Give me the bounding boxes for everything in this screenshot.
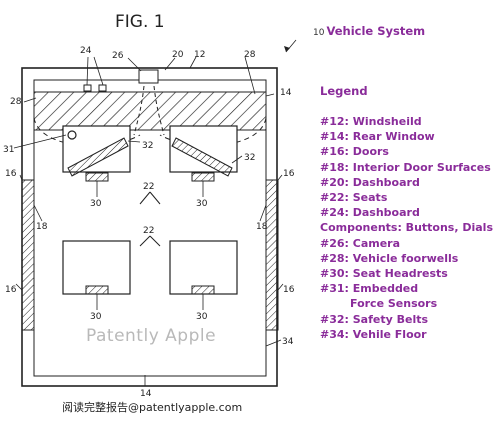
seat-arrows-rear bbox=[139, 235, 161, 247]
legend-item: #26: Camera bbox=[320, 236, 401, 250]
legend-item: Components: Buttons, Dials bbox=[320, 221, 493, 235]
ref-28-left: 28 bbox=[10, 97, 22, 107]
ref-34: 34 bbox=[282, 337, 294, 347]
legend-item: #32: Safety Belts bbox=[320, 312, 429, 326]
headrest-rear-left bbox=[85, 285, 109, 295]
force-sensor bbox=[67, 130, 77, 140]
ref-31: 31 bbox=[3, 145, 14, 155]
ref-30-b: 30 bbox=[196, 199, 208, 209]
headrest-front-left bbox=[85, 172, 109, 182]
ref-22-front: 22 bbox=[143, 182, 154, 192]
system-arrowhead bbox=[284, 46, 290, 52]
legend-title: Legend bbox=[320, 84, 368, 98]
ref-12: 12 bbox=[194, 50, 205, 60]
leader-lines bbox=[13, 39, 297, 386]
seat-arrows-front bbox=[139, 191, 161, 205]
legend-item: #28: Vehicle foorwells bbox=[320, 251, 459, 265]
dashboard-button-left bbox=[83, 84, 92, 92]
system-ref-number: 10 bbox=[313, 28, 325, 38]
ref-30-d: 30 bbox=[196, 312, 208, 322]
headrest-front-right bbox=[191, 172, 215, 182]
ref-30-c: 30 bbox=[90, 312, 102, 322]
legend-item: #20: Dashboard bbox=[320, 175, 420, 189]
safety-belt-right bbox=[171, 137, 233, 177]
ref-32-b: 32 bbox=[244, 153, 255, 163]
door-left bbox=[21, 179, 35, 331]
legend-item: #24: Dashboard bbox=[320, 206, 420, 220]
ref-18-left: 18 bbox=[36, 222, 48, 232]
ref-24: 24 bbox=[80, 46, 92, 56]
ref-16-lr: 16 bbox=[283, 285, 295, 295]
ref-16-ur: 16 bbox=[283, 169, 295, 179]
system-label-text: Vehicle System bbox=[326, 24, 426, 38]
camera bbox=[138, 69, 159, 84]
ref-14-top: 14 bbox=[280, 88, 292, 98]
rear-seat-left bbox=[62, 240, 131, 295]
ref-26: 26 bbox=[112, 51, 124, 61]
ref-28-right: 28 bbox=[244, 50, 256, 60]
watermark: Patently Apple bbox=[86, 326, 217, 346]
windshield bbox=[33, 91, 267, 131]
ref-16-ul: 16 bbox=[5, 169, 17, 179]
dashboard-button-right bbox=[98, 84, 107, 92]
footer-link[interactable]: 阅读完整报告@patentlyapple.com bbox=[62, 401, 243, 414]
safety-belt-left bbox=[67, 137, 129, 177]
ref-30-a: 30 bbox=[90, 199, 102, 209]
legend-item: #12: Windsheild bbox=[320, 115, 422, 128]
rear-seat-right bbox=[169, 240, 238, 295]
ref-14-bottom: 14 bbox=[140, 389, 152, 399]
legend-item: #30: Seat Headrests bbox=[320, 267, 448, 281]
legend-item: #18: Interior Door Surfaces bbox=[320, 160, 491, 174]
legend-item: #16: Doors bbox=[320, 145, 389, 159]
legend-item: #22: Seats bbox=[320, 191, 388, 205]
ref-20: 20 bbox=[172, 50, 184, 60]
ref-32-a: 32 bbox=[142, 141, 153, 151]
legend-item: Force Sensors bbox=[350, 297, 438, 311]
figure-title: FIG. 1 bbox=[115, 12, 165, 32]
ref-18-right: 18 bbox=[256, 222, 268, 232]
door-right bbox=[265, 179, 279, 331]
legend-list: #12: Windsheild #14: Rear Window #16: Do… bbox=[320, 114, 500, 342]
legend-item: #34: Vehile Floor bbox=[320, 327, 427, 341]
ref-22-rear: 22 bbox=[143, 226, 154, 236]
ref-16-ll: 16 bbox=[5, 285, 17, 295]
headrest-rear-right bbox=[191, 285, 215, 295]
legend-item: #31: Embedded bbox=[320, 282, 419, 296]
legend-item: #14: Rear Window bbox=[320, 130, 435, 144]
